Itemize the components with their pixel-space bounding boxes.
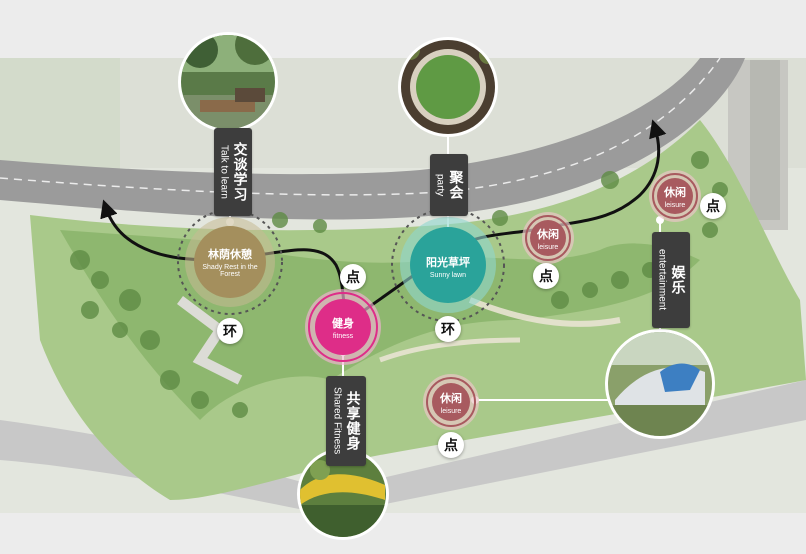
leisure-top-ring <box>525 215 571 261</box>
leisure-right-ring <box>652 173 698 219</box>
entertainment-label-cn: 娱乐 <box>669 265 686 295</box>
point-badge-leisure-bottom: 点 <box>438 432 464 458</box>
party-label-en: party <box>434 173 446 197</box>
forest-node[interactable] <box>194 226 266 298</box>
map-building-detail <box>750 60 780 220</box>
party-label-cn: 聚会 <box>447 170 464 200</box>
entertainment-label-en: entertainment <box>656 249 668 311</box>
forest-seating-photo <box>178 32 278 132</box>
sunny-node[interactable] <box>410 227 486 303</box>
ring-badge-sunny: 环 <box>435 316 461 342</box>
leisure-bottom-node[interactable] <box>432 383 470 421</box>
talk-label-cn: 交谈学习 <box>231 142 248 202</box>
talk-label: Talk to learn 交谈学习 <box>214 128 252 216</box>
walkway-strip <box>177 296 243 385</box>
road-upper <box>0 58 745 220</box>
walkway-lower <box>379 337 521 363</box>
point-badge-leisure-top: 点 <box>533 263 559 289</box>
shared-fitness-label-en: Shared Fitness <box>331 387 343 455</box>
leisure-right-node[interactable] <box>657 178 693 214</box>
party-label: party 聚会 <box>430 154 468 216</box>
entertainment-label: entertainment 娱乐 <box>652 232 690 328</box>
fitness-ring <box>308 292 378 362</box>
walkway-arc <box>468 297 621 327</box>
talk-label-en: Talk to learn <box>218 145 230 199</box>
leisure-top-node[interactable] <box>530 220 566 256</box>
shared-fitness-label: Shared Fitness 共享健身 <box>326 376 366 466</box>
point-badge-leisure-right: 点 <box>700 193 726 219</box>
fitness-node[interactable] <box>315 299 371 355</box>
shared-fitness-label-cn: 共享健身 <box>344 391 361 451</box>
ring-badge-forest: 环 <box>217 318 243 344</box>
point-badge-fitness: 点 <box>340 264 366 290</box>
forest-ring <box>177 209 283 315</box>
leisure-bottom-ring <box>426 377 476 427</box>
sunny-ring <box>391 208 505 322</box>
round-lawn-aerial-photo <box>398 37 498 137</box>
